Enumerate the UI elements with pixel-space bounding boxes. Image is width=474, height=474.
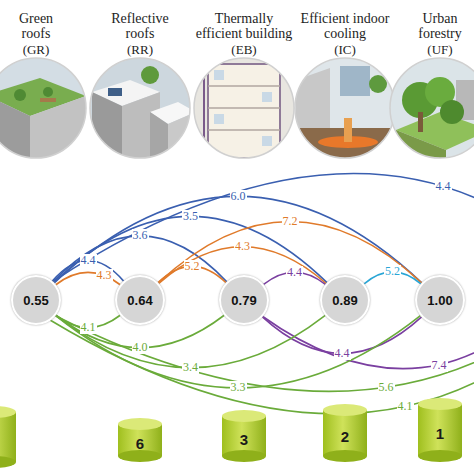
green-roof-picture bbox=[0, 55, 90, 165]
value-circle: 0.55 bbox=[11, 275, 61, 325]
edge-value: 4.4 bbox=[334, 347, 351, 360]
category-title: Urban forestry bbox=[410, 11, 470, 41]
cylinder-partial bbox=[0, 406, 16, 468]
edge-value: 7.4 bbox=[431, 359, 448, 372]
rank-cylinder: 6 bbox=[118, 418, 162, 462]
category-heading: Reflective roofs(RR) bbox=[104, 11, 176, 57]
link-curve bbox=[56, 315, 326, 367]
category-code: (RR) bbox=[104, 42, 176, 57]
urban-forestry-picture bbox=[388, 55, 474, 170]
edge-value: 3.6 bbox=[132, 229, 149, 242]
rank-number: 2 bbox=[323, 428, 367, 445]
edge-value: 4.1 bbox=[80, 321, 97, 334]
value-circle: 0.79 bbox=[219, 275, 269, 325]
value-text: 0.64 bbox=[127, 293, 152, 308]
category-code: (UF) bbox=[410, 42, 470, 57]
category-title: Reflective roofs bbox=[104, 11, 176, 41]
link-curve bbox=[56, 316, 421, 388]
edge-value: 4.4 bbox=[286, 266, 303, 279]
reflective-roof-picture bbox=[88, 55, 198, 165]
offscreen-curve bbox=[52, 174, 474, 282]
edge-value: 5.2 bbox=[184, 260, 201, 273]
edge-value: 4.1 bbox=[397, 400, 414, 413]
link-curve bbox=[158, 221, 421, 282]
rank-number: 1 bbox=[418, 425, 462, 442]
category-code: (EB) bbox=[191, 42, 297, 57]
rank-cylinder: 2 bbox=[323, 404, 367, 462]
category-code: (IC) bbox=[299, 42, 391, 57]
edge-value: 3.5 bbox=[182, 210, 199, 223]
edge-value: 3.4 bbox=[182, 361, 199, 374]
category-heading: Thermally efficient building(EB) bbox=[191, 11, 297, 57]
edge-value: 5.6 bbox=[378, 381, 395, 394]
offscreen-curve bbox=[50, 320, 474, 414]
rank-number: 6 bbox=[118, 435, 162, 452]
link-curve bbox=[54, 196, 422, 282]
category-title: Green roofs bbox=[5, 11, 67, 41]
category-heading: Efficient indoor cooling(IC) bbox=[299, 11, 391, 57]
edge-value: 5.2 bbox=[384, 265, 401, 278]
value-circle: 0.64 bbox=[115, 275, 165, 325]
edge-value: 4.4 bbox=[80, 254, 97, 267]
edge-value: 4.0 bbox=[132, 341, 149, 354]
edge-value: 4.3 bbox=[234, 240, 251, 253]
value-text: 1.00 bbox=[427, 293, 452, 308]
efficient-building-picture bbox=[190, 55, 300, 165]
edge-value: 4.4 bbox=[435, 180, 452, 193]
offscreen-curve bbox=[56, 316, 474, 391]
value-text: 0.79 bbox=[231, 293, 256, 308]
category-code: (GR) bbox=[5, 42, 67, 57]
value-circle: 0.89 bbox=[320, 275, 370, 325]
rank-number: 3 bbox=[222, 431, 266, 448]
rank-cylinder: 1 bbox=[418, 398, 462, 462]
edge-value: 7.2 bbox=[282, 215, 299, 228]
value-text: 0.89 bbox=[332, 293, 357, 308]
category-heading: Urban forestry(UF) bbox=[410, 11, 470, 57]
edge-value: 4.3 bbox=[96, 269, 113, 282]
category-heading: Green roofs(GR) bbox=[5, 11, 67, 57]
indoor-cooling-picture bbox=[290, 55, 400, 168]
edge-value: 3.3 bbox=[230, 381, 247, 394]
category-title: Thermally efficient building bbox=[191, 11, 297, 41]
value-text: 0.55 bbox=[23, 293, 48, 308]
rank-cylinder: 3 bbox=[222, 410, 266, 462]
value-circle: 1.00 bbox=[415, 275, 465, 325]
category-title: Efficient indoor cooling bbox=[299, 11, 391, 41]
edge-value: 6.0 bbox=[230, 190, 247, 203]
